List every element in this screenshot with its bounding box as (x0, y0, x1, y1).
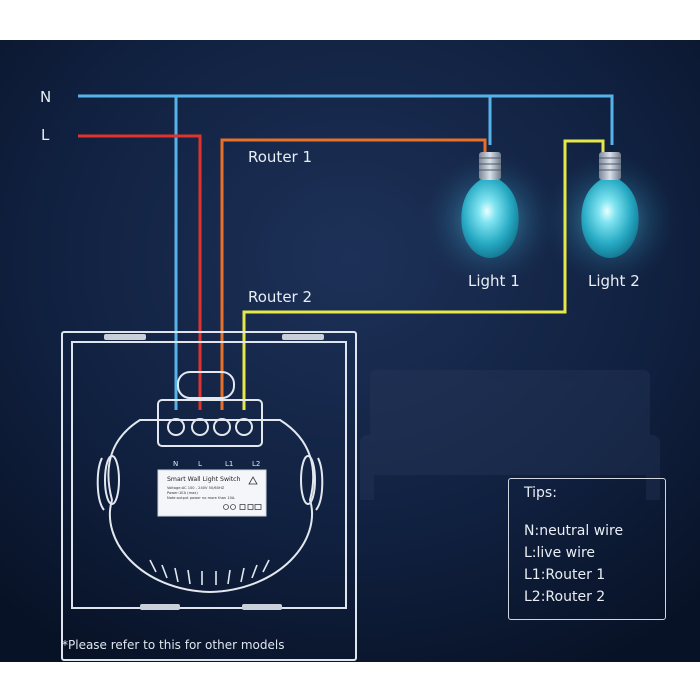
background-panel (0, 40, 700, 662)
neutral-label: N (40, 88, 52, 106)
footnote: *Please refer to this for other models (62, 638, 285, 652)
tips-item-live: L:live wire (524, 545, 596, 561)
terminal-l1-label: L1 (225, 460, 233, 468)
live-wire (78, 134, 202, 410)
terminal-l-label: L (198, 460, 202, 468)
live-label: L (41, 126, 50, 144)
terminal-n-label: N (173, 460, 178, 468)
router2-wire (242, 139, 605, 410)
terminal-n-screw (167, 418, 185, 436)
router2-label: Router 2 (248, 288, 313, 306)
terminal-l2-screw (235, 418, 253, 436)
neutral-wire (78, 94, 614, 410)
terminal-l2-label: L2 (252, 460, 260, 468)
terminal-l1-screw (213, 418, 231, 436)
tips-box (508, 478, 666, 620)
switch-label-plate (157, 469, 267, 517)
tips-item-router1: L1:Router 1 (524, 567, 606, 583)
switch-title: Smart Wall Light Switch (167, 476, 241, 483)
tips-item-router2: L2:Router 2 (524, 589, 606, 605)
router1-wire (220, 138, 487, 410)
tips-title: Tips: (524, 485, 557, 501)
light2-label: Light 2 (588, 272, 640, 290)
sofa-silhouette (360, 370, 660, 500)
light1-bulb (461, 152, 519, 258)
switch-frame (61, 331, 357, 661)
vent-slots (149, 559, 270, 585)
terminal-l-screw (191, 418, 209, 436)
switch-spec-line1: Voltage:AC 100 - 240V 50/60HZ (167, 486, 225, 490)
certification-marks-icon (223, 504, 262, 510)
switch-spec-line3: Note:output power no more than 10A. (167, 496, 235, 500)
light2-bulb (581, 152, 639, 258)
switch-spec-line2: Power:1EA (max) (167, 491, 198, 495)
tips-item-neutral: N:neutral wire (524, 523, 624, 539)
warning-icon (248, 476, 258, 485)
switch-terminals (167, 418, 253, 436)
router1-label: Router 1 (248, 148, 313, 166)
light1-label: Light 1 (468, 272, 520, 290)
switch-body (96, 371, 324, 594)
